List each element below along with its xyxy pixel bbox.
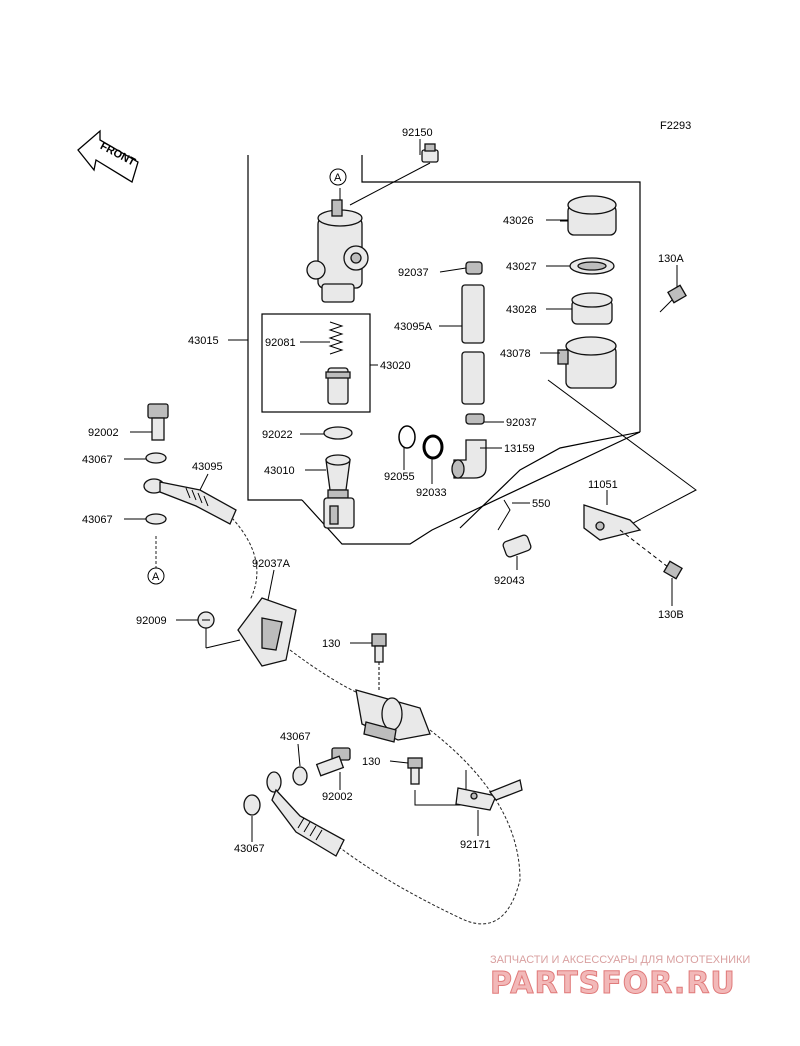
label-92009: 92009 xyxy=(136,615,167,627)
washer-43067-b xyxy=(145,513,167,525)
part-labels: 92150 43026 130A 92037 43027 43028 43015… xyxy=(82,127,684,855)
bolt-130b xyxy=(619,529,683,606)
svg-text:A: A xyxy=(334,172,342,184)
cotter-pin-550 xyxy=(497,499,530,531)
ref-circle-a-bottom: A xyxy=(147,536,165,585)
label-43026: 43026 xyxy=(503,215,534,227)
label-13159: 13159 xyxy=(504,443,535,455)
bleed-screw-92150 xyxy=(349,143,439,206)
piston-kit-43020 xyxy=(261,313,371,413)
bolt-130-top xyxy=(371,633,387,690)
watermark-tagline: ЗАПЧАСТИ И АКСЕССУАРЫ ДЛЯ МОТОТЕХНИКИ xyxy=(490,954,750,966)
bracket-11051 xyxy=(583,490,642,541)
label-130-top: 130 xyxy=(322,638,340,650)
label-92002-bot: 92002 xyxy=(322,791,353,803)
master-cylinder-body xyxy=(306,188,369,303)
push-rod-43010 xyxy=(323,454,355,529)
banjo-bolt-92002-top xyxy=(147,403,169,441)
label-92022: 92022 xyxy=(262,429,293,441)
label-92171: 92171 xyxy=(460,839,491,851)
bolt-130a xyxy=(659,265,687,313)
diaphragm-plate-43027 xyxy=(569,257,615,275)
label-43067-d: 43067 xyxy=(234,843,265,855)
watermark: ЗАПЧАСТИ И АКСЕССУАРЫ ДЛЯ МОТОТЕХНИКИ PA… xyxy=(490,954,751,1002)
ref-circle-a-top: A xyxy=(329,168,347,186)
leader-lines xyxy=(124,139,572,842)
brake-hose-path xyxy=(231,517,521,925)
hose-clamp-92037a xyxy=(237,597,297,667)
front-arrow-icon: FRONT xyxy=(77,129,139,183)
label-92055: 92055 xyxy=(384,471,415,483)
label-43067-c: 43067 xyxy=(280,731,311,743)
label-43067-a: 43067 xyxy=(82,454,113,466)
label-43095a: 43095A xyxy=(394,321,433,333)
washer-43067-c xyxy=(292,766,308,786)
label-11051: 11051 xyxy=(588,479,618,491)
washer-43067-a xyxy=(145,452,167,464)
label-92043: 92043 xyxy=(494,575,525,587)
banjo-bolt-92002-bottom xyxy=(315,747,351,777)
o-ring-92055 xyxy=(398,425,416,449)
label-43078: 43078 xyxy=(500,348,531,360)
label-550: 550 xyxy=(532,498,550,510)
elbow-fitting-13159 xyxy=(451,439,487,479)
circlip-92033 xyxy=(422,434,444,460)
label-130-bot: 130 xyxy=(362,756,380,768)
reservoir-43078 xyxy=(557,336,617,389)
hose-holder xyxy=(355,689,431,743)
label-43020: 43020 xyxy=(380,360,411,372)
label-92037a: 92037A xyxy=(252,558,291,570)
svg-text:A: A xyxy=(152,571,160,583)
label-92150: 92150 xyxy=(402,127,433,139)
label-43028: 43028 xyxy=(506,304,537,316)
label-130a: 130A xyxy=(658,253,684,265)
label-92033: 92033 xyxy=(416,487,447,499)
label-43095: 43095 xyxy=(192,461,223,473)
label-43067-b: 43067 xyxy=(82,514,113,526)
bracket-92171 xyxy=(455,779,523,811)
reservoir-hose-43095a xyxy=(461,261,485,425)
diaphragm-43028 xyxy=(571,292,613,325)
reservoir-cap-43026 xyxy=(560,195,617,236)
label-92037-top: 92037 xyxy=(398,267,429,279)
hose-fitting-lower xyxy=(266,771,345,857)
washer-43067-d xyxy=(243,794,261,816)
hose-fitting-43095 xyxy=(143,478,237,525)
label-92081: 92081 xyxy=(265,337,296,349)
watermark-brand: PARTSFOR.RU xyxy=(490,966,736,1001)
label-43027: 43027 xyxy=(506,261,537,273)
label-92037-mid: 92037 xyxy=(506,417,537,429)
label-130b: 130B xyxy=(658,609,684,621)
label-92002-top: 92002 xyxy=(88,427,119,439)
seal-92022 xyxy=(323,426,353,440)
assembly-frame xyxy=(247,155,697,545)
label-43010: 43010 xyxy=(264,465,295,477)
diagram-code: F2293 xyxy=(660,120,691,132)
screw-92009 xyxy=(197,611,241,649)
label-43015: 43015 xyxy=(188,335,219,347)
clevis-pin-92043 xyxy=(502,534,532,570)
